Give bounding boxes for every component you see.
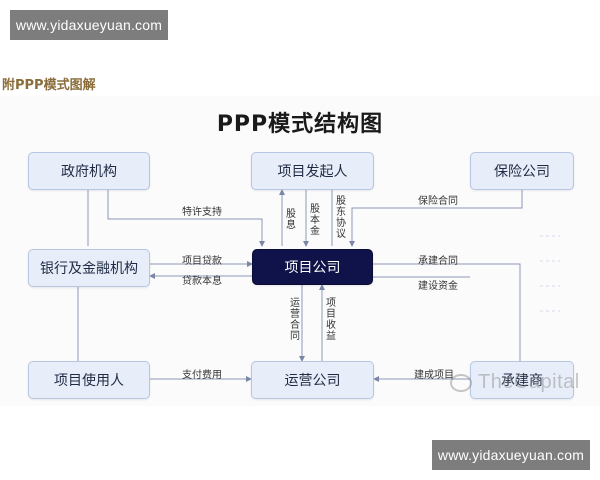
node-user: 项目使用人 [28,361,150,399]
diagram-title: PPP模式结构图 [216,112,384,137]
link-construction-contract [373,263,521,361]
label-build-project: 建成项目 [414,370,454,381]
watermark-logo-text: TheCapital [478,371,580,393]
label-construction-contract: 承建合同 [418,256,458,267]
label-construction-funds: 建设资金 [418,281,458,292]
label-payment: 支付费用 [182,370,222,381]
website-watermark-top: www.yidaxueyuan.com [10,10,168,40]
label-loan-repayment: 贷款本息 [182,276,222,287]
caption-heading: 附PPP模式图解 [2,78,96,93]
node-insurance: 保险公司 [470,152,574,190]
node-bank: 银行及金融机构 [28,249,150,287]
label-operation-contract: 运营合同 [290,298,300,342]
label-shareholder-agreement: 股东协议 [336,196,346,240]
node-operator: 运营公司 [251,361,374,399]
label-project-loan: 项目贷款 [182,256,222,267]
node-government: 政府机构 [28,152,150,190]
node-sponsor: 项目发起人 [251,152,374,190]
link-insurance [349,190,523,247]
label-dividend: 股息 [286,209,296,231]
link-gov-projectco [107,190,265,247]
node-project-company: 项目公司 [252,249,373,285]
website-watermark-bottom: www.yidaxueyuan.com [432,440,590,470]
node-contractor: 承建商 [470,361,574,399]
connector-lines [77,189,560,382]
label-insurance-contract: 保险合同 [418,196,458,207]
label-project-income: 项目收益 [326,298,336,342]
ppp-structure-diagram: PPP模式结构图 政府机构 项目发起人 保险公司 银行及金融机构 项目公司 项目… [0,96,600,406]
thecapital-watermark: TheCapital [450,371,580,394]
label-equity: 股本金 [310,204,320,237]
label-support: 特许支持 [182,207,222,218]
wechat-icon [450,373,472,392]
